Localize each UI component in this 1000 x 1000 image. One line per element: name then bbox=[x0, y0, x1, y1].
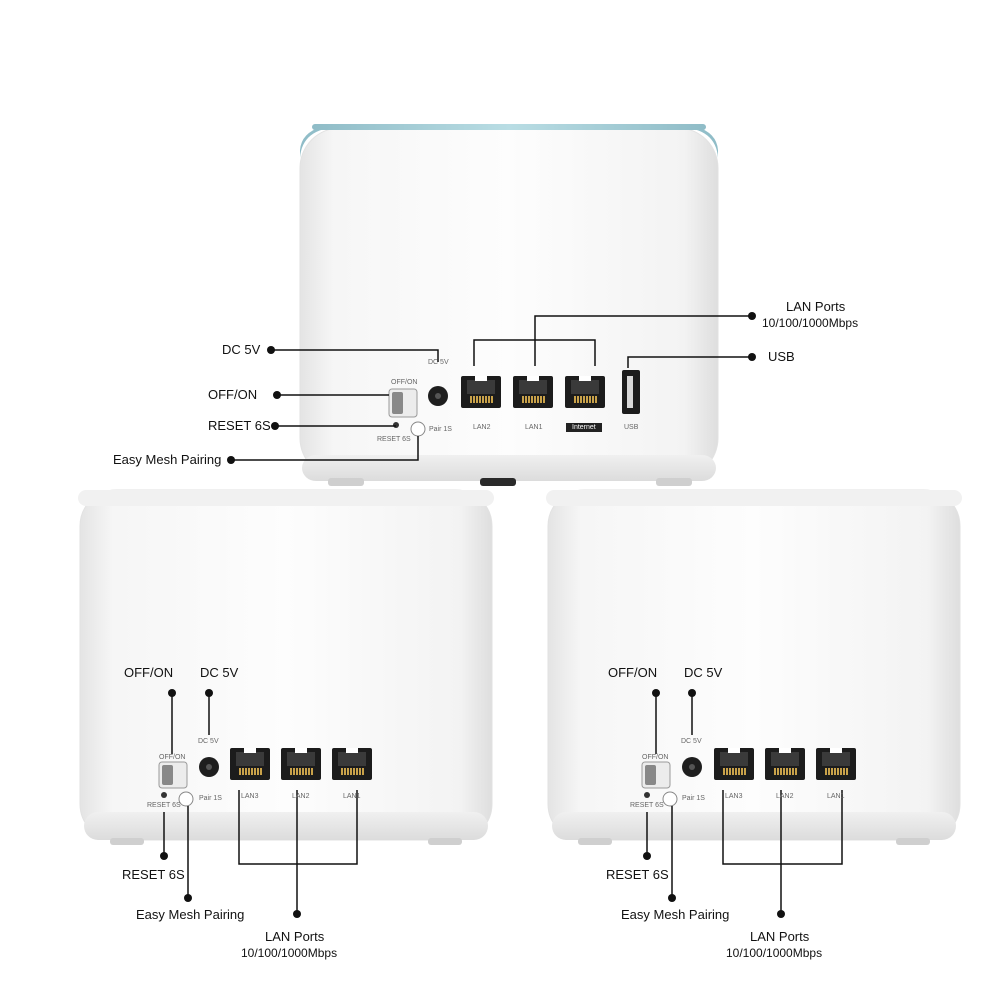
left-router bbox=[78, 489, 494, 845]
top-port-label-1: LAN2 bbox=[473, 424, 491, 431]
right-pair-callout: Easy Mesh Pairing bbox=[621, 907, 730, 922]
left-switch-callout: OFF/ON bbox=[124, 665, 174, 680]
top-dc-callout: DC 5V bbox=[222, 342, 261, 357]
top-printed-dc: DC 5V bbox=[428, 359, 449, 366]
top-reset-callout: RESET 6S bbox=[208, 418, 271, 433]
top-usb-callout: USB bbox=[768, 349, 795, 364]
right-printed-pair: Pair 1S bbox=[682, 795, 705, 802]
top-printed-reset: RESET 6S bbox=[377, 436, 411, 443]
right-dc-callout: DC 5V bbox=[684, 665, 723, 680]
right-printed-reset: RESET 6S bbox=[630, 802, 664, 809]
right-printed-switch: OFF/ON bbox=[642, 754, 669, 761]
left-lan-speed: 10/100/1000Mbps bbox=[241, 946, 338, 960]
left-printed-reset: RESET 6S bbox=[147, 802, 181, 809]
left-port-label-3: LAN1 bbox=[343, 793, 361, 800]
left-pair-callout: Easy Mesh Pairing bbox=[136, 907, 245, 922]
top-router bbox=[299, 124, 719, 486]
right-router bbox=[546, 489, 962, 845]
left-printed-switch: OFF/ON bbox=[159, 754, 186, 761]
right-lan-speed: 10/100/1000Mbps bbox=[726, 946, 823, 960]
left-lan-title: LAN Ports bbox=[265, 929, 325, 944]
top-port-label-3: Internet bbox=[566, 423, 602, 432]
top-printed-switch: OFF/ON bbox=[391, 379, 418, 386]
right-printed-dc: DC 5V bbox=[681, 738, 702, 745]
left-printed-dc: DC 5V bbox=[198, 738, 219, 745]
top-lan-speed: 10/100/1000Mbps bbox=[762, 316, 859, 330]
right-port-label-1: LAN3 bbox=[725, 793, 743, 800]
left-port-label-2: LAN2 bbox=[292, 793, 310, 800]
left-dc-callout: DC 5V bbox=[200, 665, 239, 680]
left-reset-callout: RESET 6S bbox=[122, 867, 185, 882]
right-port-label-2: LAN2 bbox=[776, 793, 794, 800]
right-reset-callout: RESET 6S bbox=[606, 867, 669, 882]
top-port-label-2: LAN1 bbox=[525, 424, 543, 431]
top-pair-callout: Easy Mesh Pairing bbox=[113, 452, 222, 467]
left-printed-pair: Pair 1S bbox=[199, 795, 222, 802]
top-printed-usb: USB bbox=[624, 424, 639, 431]
top-switch-callout: OFF/ON bbox=[208, 387, 258, 402]
top-lan-title: LAN Ports bbox=[786, 299, 846, 314]
right-switch-callout: OFF/ON bbox=[608, 665, 658, 680]
right-port-label-3: LAN1 bbox=[827, 793, 845, 800]
left-port-label-1: LAN3 bbox=[241, 793, 259, 800]
right-lan-title: LAN Ports bbox=[750, 929, 810, 944]
top-printed-pair: Pair 1S bbox=[429, 426, 452, 433]
